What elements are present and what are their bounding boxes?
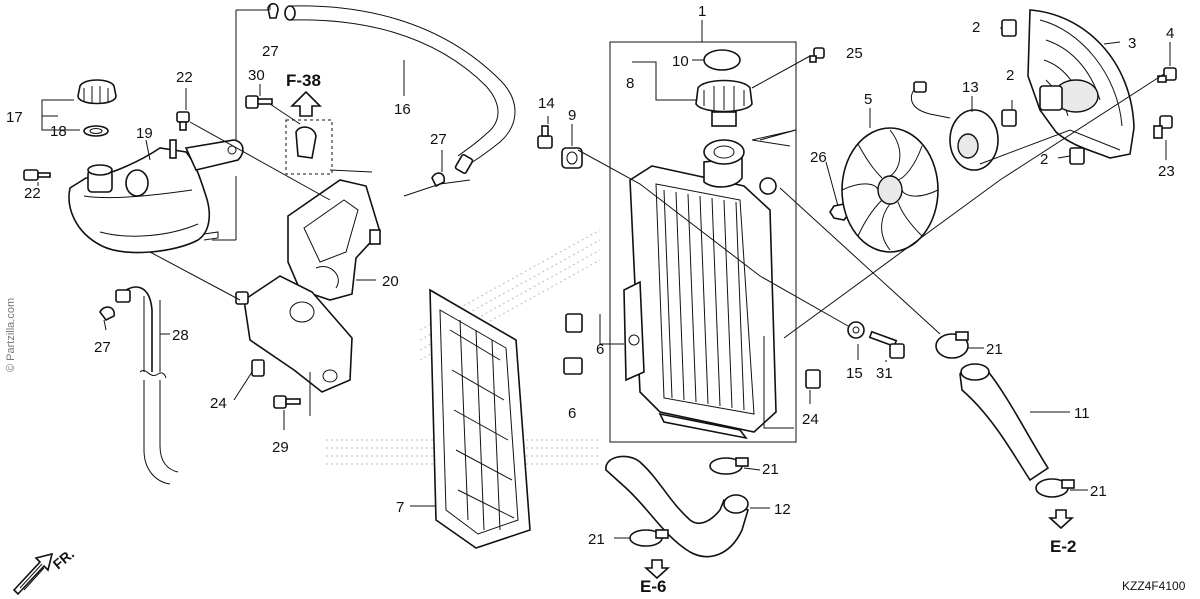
overflow-hose-16 (284, 5, 516, 174)
clamp-21-right (1035, 478, 1075, 498)
bolt-4 (1157, 67, 1177, 83)
clip-27-mid (431, 172, 446, 188)
callout-21b: 21 (762, 461, 779, 478)
callout-1: 1 (698, 3, 706, 20)
drain-hose-28 (115, 286, 179, 485)
bolt-30 (245, 95, 273, 109)
callout-10: 10 (672, 53, 689, 70)
reserve-tank (68, 139, 244, 254)
callout-6b: 6 (568, 405, 576, 422)
callout-17: 17 (6, 109, 23, 126)
callouts: 1 10 8 25 14 9 6 6 7 5 13 2 2 2 3 4 23 2… (6, 3, 1175, 548)
reserve-tank-cap (77, 79, 117, 105)
cap-seal-18 (83, 125, 109, 137)
callout-4: 4 (1166, 25, 1174, 42)
callout-21c: 21 (588, 531, 605, 548)
callout-7: 7 (396, 499, 404, 516)
bolt-31 (868, 330, 905, 359)
radiator-grille-7 (429, 288, 531, 549)
callout-18: 18 (50, 123, 67, 140)
grommet-9 (561, 147, 583, 169)
clip-24-left (251, 359, 265, 377)
callout-6a: 6 (596, 341, 604, 358)
bracket-20 (287, 179, 381, 301)
washer-15 (847, 321, 865, 339)
ref-label-e2: E-2 (1050, 537, 1076, 556)
ref-arrow-f38 (290, 90, 322, 117)
bolt-22-left (23, 169, 51, 181)
callout-11: 11 (1074, 405, 1090, 422)
bolt-22-top (176, 111, 190, 131)
bolt-14 (537, 125, 553, 149)
clip-27-left (99, 306, 115, 322)
clip-24-right (805, 369, 821, 389)
callout-21d: 21 (1090, 483, 1107, 500)
callout-9: 9 (568, 107, 576, 124)
filler-neck (703, 139, 745, 165)
bolt-23 (1153, 115, 1173, 139)
callout-3: 3 (1128, 35, 1136, 52)
lower-hose-12 (605, 455, 749, 558)
callout-27a: 27 (262, 43, 279, 60)
callout-22b: 22 (176, 69, 193, 86)
ref-label-e6: E-6 (640, 577, 666, 596)
callout-24b: 24 (802, 411, 819, 428)
front-direction-arrow (12, 552, 54, 596)
callout-30: 30 (248, 67, 265, 84)
bolt-25 (809, 47, 825, 63)
callout-8: 8 (626, 75, 634, 92)
callout-22a: 22 (24, 185, 41, 202)
clamp-21-upper (935, 331, 969, 359)
callout-12: 12 (774, 501, 791, 518)
ref-arrow-e6 (643, 559, 671, 580)
callout-2b: 2 (1006, 67, 1014, 84)
front-label: FR. (50, 546, 78, 573)
callout-27c: 27 (94, 339, 111, 356)
callout-23: 23 (1158, 163, 1175, 180)
ref-box-f38 (285, 119, 333, 175)
cap-gasket-10 (703, 49, 741, 71)
clamp-21-lower (629, 529, 669, 547)
callout-27b: 27 (430, 131, 447, 148)
clamp-21-center (709, 457, 749, 475)
callout-19: 19 (136, 125, 153, 142)
clip-2-low (1069, 147, 1085, 165)
fan-5 (841, 127, 939, 253)
f38-part (295, 126, 317, 159)
callout-31: 31 (876, 365, 893, 382)
bolt-29 (273, 395, 301, 409)
callout-16: 16 (394, 101, 411, 118)
callout-26: 26 (810, 149, 827, 166)
radiator-assembly-box (609, 41, 797, 443)
callout-14: 14 (538, 95, 555, 112)
clip-2-top (1001, 19, 1017, 37)
diagram-code: KZZ4F4100 (1122, 579, 1186, 593)
upper-hose-11 (959, 363, 1050, 482)
callout-13: 13 (962, 79, 979, 96)
leader-lines (37, 4, 1171, 539)
callout-20: 20 (382, 273, 399, 290)
callout-2a: 2 (972, 19, 980, 36)
callout-5: 5 (864, 91, 872, 108)
ref-label-f38: F-38 (286, 71, 321, 90)
callout-25: 25 (846, 45, 863, 62)
clip-2-mid (1001, 109, 1017, 127)
callout-15: 15 (846, 365, 863, 382)
grommet-6-lower (563, 357, 583, 375)
grommet-6-upper (565, 313, 583, 333)
callout-28: 28 (172, 327, 189, 344)
radiator-1 (623, 157, 777, 440)
radiator-cap-8 (695, 79, 753, 127)
callout-29: 29 (272, 439, 289, 456)
ref-arrow-e2 (1047, 509, 1075, 530)
callout-21a: 21 (986, 341, 1003, 358)
callout-24a: 24 (210, 395, 227, 412)
callout-2c: 2 (1040, 151, 1048, 168)
watermark: © Partzilla.com (5, 298, 17, 372)
fan-motor-13 (911, 81, 999, 171)
fan-shroud-3 (1027, 9, 1135, 159)
